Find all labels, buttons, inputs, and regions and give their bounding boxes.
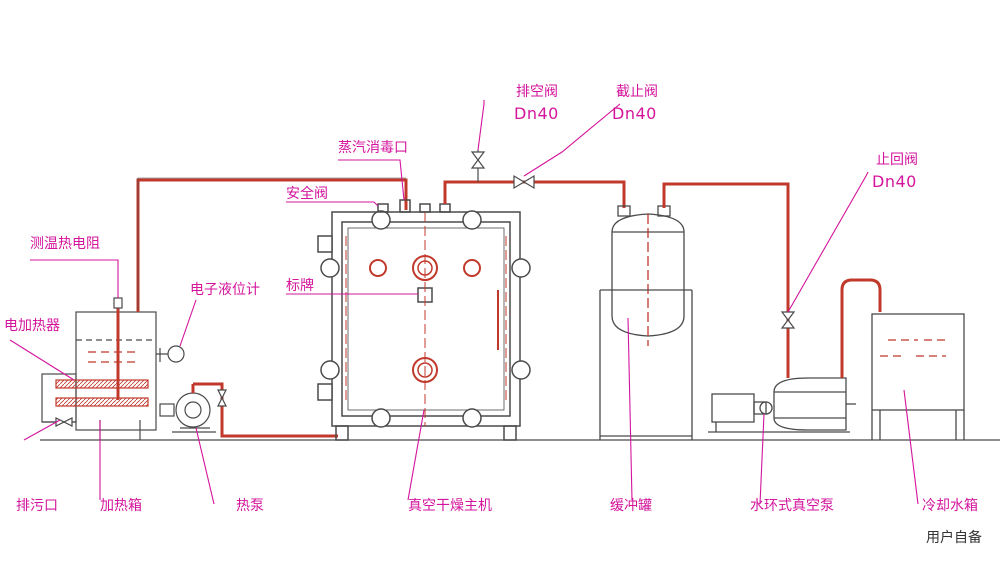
label-stop-valve: 截止阀 (616, 84, 658, 100)
label-temp-resistor: 测温热电阻 (30, 236, 100, 252)
label-water-ring-pump: 水环式真空泵 (750, 498, 834, 514)
vacuum-line-2 (662, 182, 790, 378)
label-main-dryer: 真空干燥主机 (408, 498, 492, 514)
buffer-tank (599, 205, 693, 440)
label-electric-heater: 电加热器 (4, 318, 60, 334)
circulation-pipe (136, 178, 408, 312)
label-sewage-outlet: 排污口 (16, 498, 58, 514)
cooling-return-line (840, 278, 882, 378)
heat-pump (159, 382, 338, 438)
label-level-gauge: 电子液位计 (190, 282, 260, 298)
label-check-valve: 止回阀 (876, 152, 918, 168)
label-steam-port: 蒸汽消毒口 (338, 140, 408, 156)
label-safety-valve: 安全阀 (286, 186, 328, 202)
cooling-water-tank (871, 313, 965, 440)
label-check-valve-dn: Dn40 (872, 172, 917, 191)
label-cooling-tank: 冷却水箱 (922, 498, 978, 514)
label-heating-tank: 加热箱 (100, 498, 142, 514)
label-stop-valve-dn: Dn40 (612, 104, 657, 123)
heating-tank (41, 297, 185, 440)
main-dryer-chamber (317, 199, 531, 441)
label-user-supplied: 用户自备 (926, 530, 982, 546)
label-nameplate: 标牌 (286, 278, 314, 294)
water-ring-vacuum-pump (708, 377, 856, 433)
label-drain-valve: 排空阀 (516, 84, 558, 100)
label-drain-valve-dn: Dn40 (514, 104, 559, 123)
label-buffer-tank: 缓冲罐 (610, 498, 652, 514)
label-heat-pump: 热泵 (236, 498, 264, 514)
